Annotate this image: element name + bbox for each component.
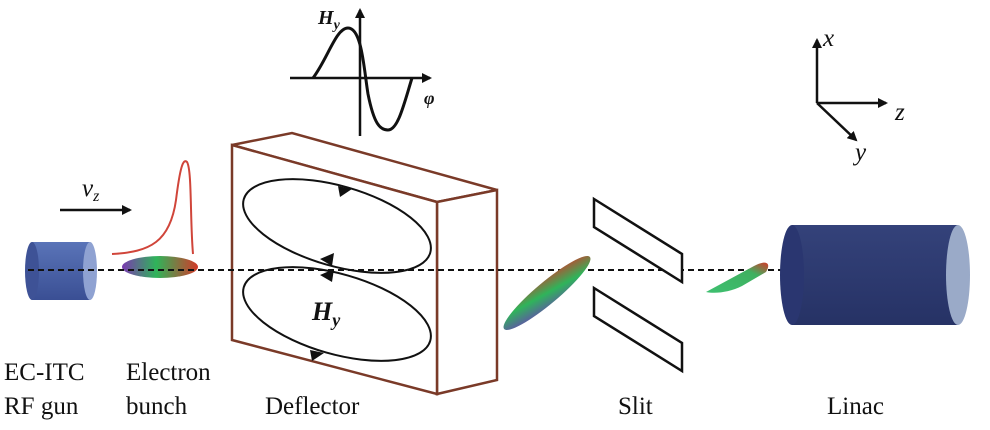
rf-gun-label-line1: EC-ITC: [4, 359, 85, 386]
slit-label: Slit: [618, 393, 653, 420]
rf-gun-label-line2: RF gun: [4, 393, 79, 420]
coordinate-axes: [812, 38, 888, 142]
linac-label: Linac: [827, 393, 884, 420]
bunch-label-line1: Electron: [126, 359, 211, 386]
deflector: [230, 131, 499, 396]
phase-axis-label: φ: [424, 88, 435, 108]
bunch-label-line2: bunch: [126, 393, 188, 420]
electron-bunch-tilted: [503, 256, 591, 330]
electron-bunch-initial: [122, 256, 198, 278]
field-label-deflector: Hy: [311, 297, 341, 330]
slit: [592, 196, 684, 374]
axis-y-label: y: [852, 139, 867, 166]
bunch-profile-curve: [111, 160, 194, 255]
electron-bunch-sliced: [706, 262, 769, 293]
waveform-axis-label: Hy: [317, 7, 341, 33]
magnetic-field-loops: [242, 178, 432, 362]
field-waveform-plot: [290, 8, 432, 136]
axis-z-label: z: [894, 99, 905, 126]
axis-x-label: x: [822, 25, 834, 52]
linac: [780, 225, 970, 325]
velocity-label: vz: [82, 175, 100, 205]
deflector-label: Deflector: [265, 393, 360, 420]
